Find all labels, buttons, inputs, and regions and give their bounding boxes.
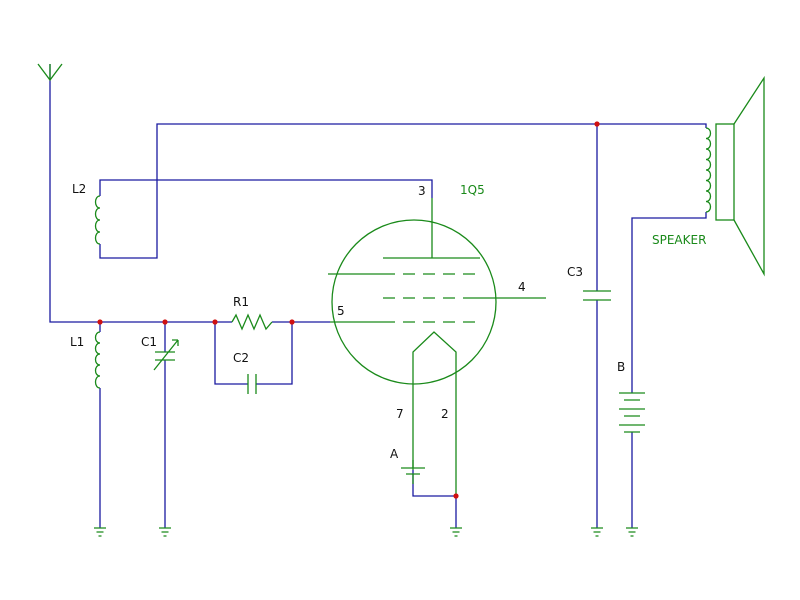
tube-pin-2-label: 2 [441,407,449,421]
capacitor-c3: C3 [567,265,611,301]
capacitor-icon [247,374,257,394]
antenna-lead-wire [49,64,215,323]
r1-label: R1 [233,295,249,309]
speaker-coil-icon [705,127,712,213]
capacitor-icon [583,290,611,301]
l1-label: L1 [70,335,84,349]
c2-branch-wire [214,322,293,385]
variable-capacitor-icon [153,339,179,371]
ground-icon [626,527,638,537]
c3-label: C3 [567,265,583,279]
inductor-l2: L2 [72,182,101,245]
battery-icon [619,392,645,433]
junction-node [97,319,103,325]
inductor-icon [94,195,101,245]
l2-return-wire [99,123,597,259]
l2-label: L2 [72,182,86,196]
inductor-l1: L1 [70,331,101,389]
inductor-icon [94,331,101,389]
l2-plate-wire [99,179,433,198]
battery-icon [401,460,425,484]
tube-pin-3-label: 3 [418,184,426,198]
tube-plate [383,198,480,259]
junction-node [289,319,295,325]
tube-pin-4-label: 4 [518,280,526,294]
ground-icon [450,527,462,537]
vacuum-tube-icon [331,219,497,385]
ground-icon [159,527,171,537]
resistor-r1: R1 [231,295,273,331]
speaker-top-wire [597,123,707,128]
tube-label: 1Q5 [460,183,485,197]
ground-icon [591,527,603,537]
variable-capacitor-c1: C1 [141,335,179,371]
battery-b: B [617,360,645,433]
tube-filament [412,331,457,496]
ground-icon [94,527,106,537]
speaker-label: SPEAKER [652,233,706,247]
c1-label: C1 [141,335,157,349]
tube-pin-5-label: 5 [337,304,345,318]
junction-node [212,319,218,325]
capacitor-c2: C2 [233,351,257,394]
speaker-icon [715,123,735,221]
ground-icons [94,527,638,537]
battery-a-label: A [390,447,399,461]
speaker: SPEAKER [652,75,765,277]
tube-pin-7-label: 7 [396,407,404,421]
junction-node [594,121,600,127]
wires [49,64,707,528]
junction-node [453,493,459,499]
speaker-bottom-wire [631,212,707,393]
junction-nodes [97,121,600,499]
battery-b-label: B [617,360,625,374]
battery-a: A [390,447,425,484]
vacuum-tube-1q5: 3 5 4 7 2 1Q5 [328,183,546,496]
junction-node [162,319,168,325]
resistor-icon [231,313,273,331]
speaker-cone-icon [733,75,765,277]
antenna-icon [37,63,63,82]
c2-label: C2 [233,351,249,365]
